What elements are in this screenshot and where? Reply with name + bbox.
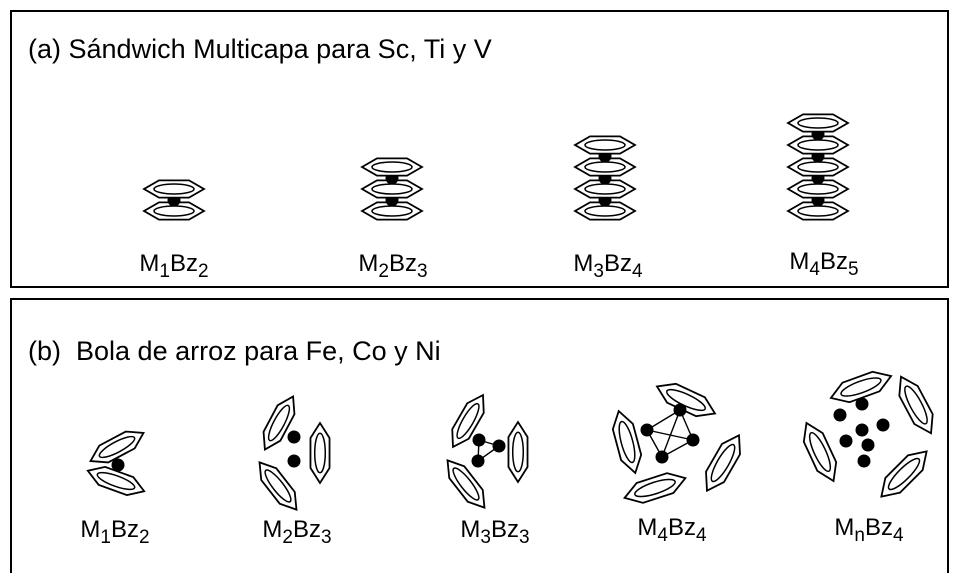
panel-a-title: (a) Sándwich Multicapa para Sc, Ti y V <box>28 34 492 65</box>
benzene-ring <box>829 370 893 404</box>
metal-atom <box>855 423 869 437</box>
label-a-m2bz3: M2Bz3 <box>358 250 428 282</box>
benzene-ring <box>573 201 637 221</box>
metal-atom <box>287 430 301 444</box>
benzene-ring <box>142 179 206 199</box>
metal-bond <box>646 429 694 441</box>
metal-atom <box>855 397 869 411</box>
benzene-ring <box>622 472 688 504</box>
panel-b-title: (b) Bola de arroz para Fe, Co y Ni <box>28 336 441 367</box>
benzene-ring <box>573 157 637 177</box>
panel-b-title-text: Bola de arroz para Fe, Co y Ni <box>76 336 441 366</box>
label-a-m1bz2: M1Bz2 <box>139 250 209 282</box>
label-a-m4bz5: M4Bz5 <box>789 248 859 280</box>
benzene-ring <box>258 461 298 511</box>
benzene-ring <box>786 113 850 133</box>
benzene-ring <box>309 421 331 485</box>
metal-atom <box>876 418 890 432</box>
metal-cluster-bonds <box>477 439 501 463</box>
metal-atom <box>111 458 125 472</box>
benzene-ring <box>802 421 838 483</box>
benzene-ring <box>655 382 717 418</box>
sandwich-structure <box>573 135 637 221</box>
benzene-ring <box>786 179 850 199</box>
benzene-ring <box>451 393 485 449</box>
sandwich-structure <box>360 157 424 221</box>
benzene-ring <box>86 465 146 497</box>
rice-ball-mnbz4 <box>802 370 934 498</box>
metal-atom <box>673 403 687 417</box>
metal-atom <box>857 454 871 468</box>
metal-atom <box>655 450 669 464</box>
benzene-ring <box>705 433 741 493</box>
benzene-ring <box>446 459 486 509</box>
metal-atom <box>640 423 654 437</box>
benzene-ring <box>360 157 424 177</box>
benzene-ring <box>611 409 643 475</box>
benzene-ring <box>573 135 637 155</box>
label-b-m4bz4: M4Bz4 <box>637 514 707 546</box>
metal-atom <box>287 454 301 468</box>
label-b-m2bz3: M2Bz3 <box>262 516 332 548</box>
rice-ball-m2bz3 <box>258 395 331 511</box>
label-b-mnbz4: MnBz4 <box>834 514 904 546</box>
sandwich-structure <box>142 179 206 221</box>
benzene-ring <box>786 157 850 177</box>
panel-b-tag: (b) <box>28 336 61 366</box>
rice-ball-m3bz3 <box>446 393 529 509</box>
metal-bond <box>661 409 681 458</box>
metal-atom <box>686 433 700 447</box>
benzene-ring <box>880 450 928 498</box>
metal-atom <box>471 454 485 468</box>
benzene-ring <box>89 430 145 464</box>
benzene-ring <box>898 375 934 435</box>
benzene-ring <box>360 201 424 221</box>
benzene-ring <box>786 135 850 155</box>
panel-a-tag: (a) <box>28 34 61 64</box>
rice-ball-m1bz2 <box>86 430 146 497</box>
benzene-ring <box>142 201 206 221</box>
metal-atom <box>492 439 506 453</box>
metal-atom <box>861 438 875 452</box>
label-b-m1bz2: M1Bz2 <box>80 516 150 548</box>
metal-atom <box>833 408 847 422</box>
benzene-ring <box>507 420 529 484</box>
rice-ball-m4bz4 <box>611 382 741 504</box>
metal-atom <box>839 434 853 448</box>
metal-atom <box>472 433 486 447</box>
panel-a-title-text: Sándwich Multicapa para Sc, Ti y V <box>68 34 492 64</box>
sandwich-structure <box>786 113 850 221</box>
benzene-ring <box>262 395 296 451</box>
label-b-m3bz3: M3Bz3 <box>460 516 530 548</box>
benzene-ring <box>573 179 637 199</box>
label-a-m3bz4: M3Bz4 <box>573 250 643 282</box>
panel-a-multilayer-sandwich: (a) Sándwich Multicapa para Sc, Ti y V <box>10 10 949 288</box>
